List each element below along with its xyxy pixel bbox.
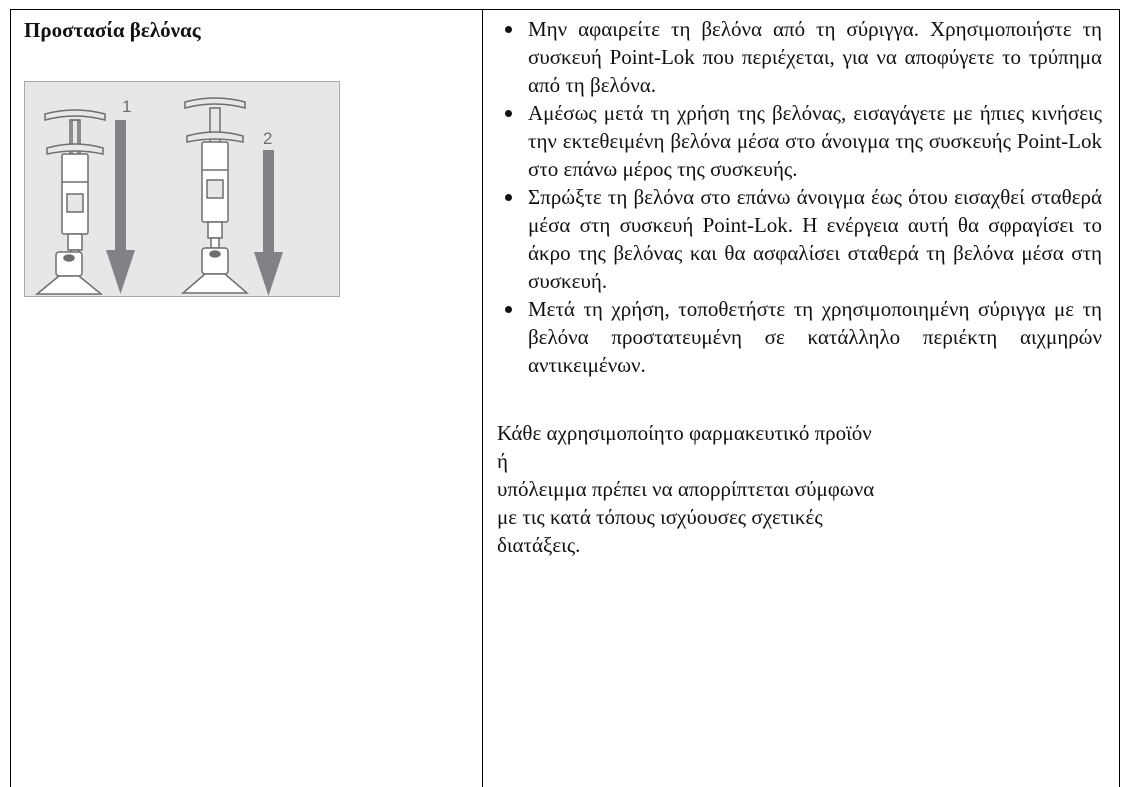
table-border-top (10, 9, 1120, 10)
list-item: Σπρώξτε τη βελόνα στο επάνω άνοιγμα έως … (497, 183, 1102, 295)
needle-protection-illustration: 1 2 (24, 81, 340, 297)
instructions-text: Μην αφαιρείτε τη βελόνα από τη σύριγγα. … (497, 15, 1102, 559)
list-item: Μετά τη χρήση, τοποθετήστε τη χρησιμοποι… (497, 295, 1102, 379)
step-2-label: 2 (263, 129, 272, 148)
table-column-divider (482, 9, 483, 787)
paragraph-line: με τις κατά τόπους ισχύουσες σχετικές (497, 505, 823, 529)
list-item: Αμέσως μετά τη χρήση της βελόνας, εισαγά… (497, 99, 1102, 183)
instruction-list: Μην αφαιρείτε τη βελόνα από τη σύριγγα. … (497, 15, 1102, 379)
arrow-down-icon-2 (254, 150, 283, 296)
arrow-down-icon-1 (106, 120, 135, 294)
point-lok-device-1-icon (34, 251, 104, 295)
syringe-diagram: 1 2 (34, 97, 283, 296)
section-heading: Προστασία βελόνας (24, 18, 201, 42)
paragraph-line: υπόλειμμα πρέπει να απορρίπτεται σύμφωνα (497, 477, 875, 501)
table-border-right (1119, 9, 1120, 787)
paragraph-line: Κάθε αχρησιμοποίητο φαρμακευτικό προϊόν … (497, 421, 872, 473)
disposal-paragraph: Κάθε αχρησιμοποίητο φαρμακευτικό προϊόν … (497, 419, 887, 559)
point-lok-device-2-icon (180, 247, 250, 294)
step-1-label: 1 (122, 97, 131, 116)
list-item: Μην αφαιρείτε τη βελόνα από τη σύριγγα. … (497, 15, 1102, 99)
table-border-left (10, 9, 11, 787)
syringe-1-icon (44, 109, 106, 290)
syringe-2-icon (184, 97, 246, 249)
paragraph-line: διατάξεις. (497, 533, 581, 557)
